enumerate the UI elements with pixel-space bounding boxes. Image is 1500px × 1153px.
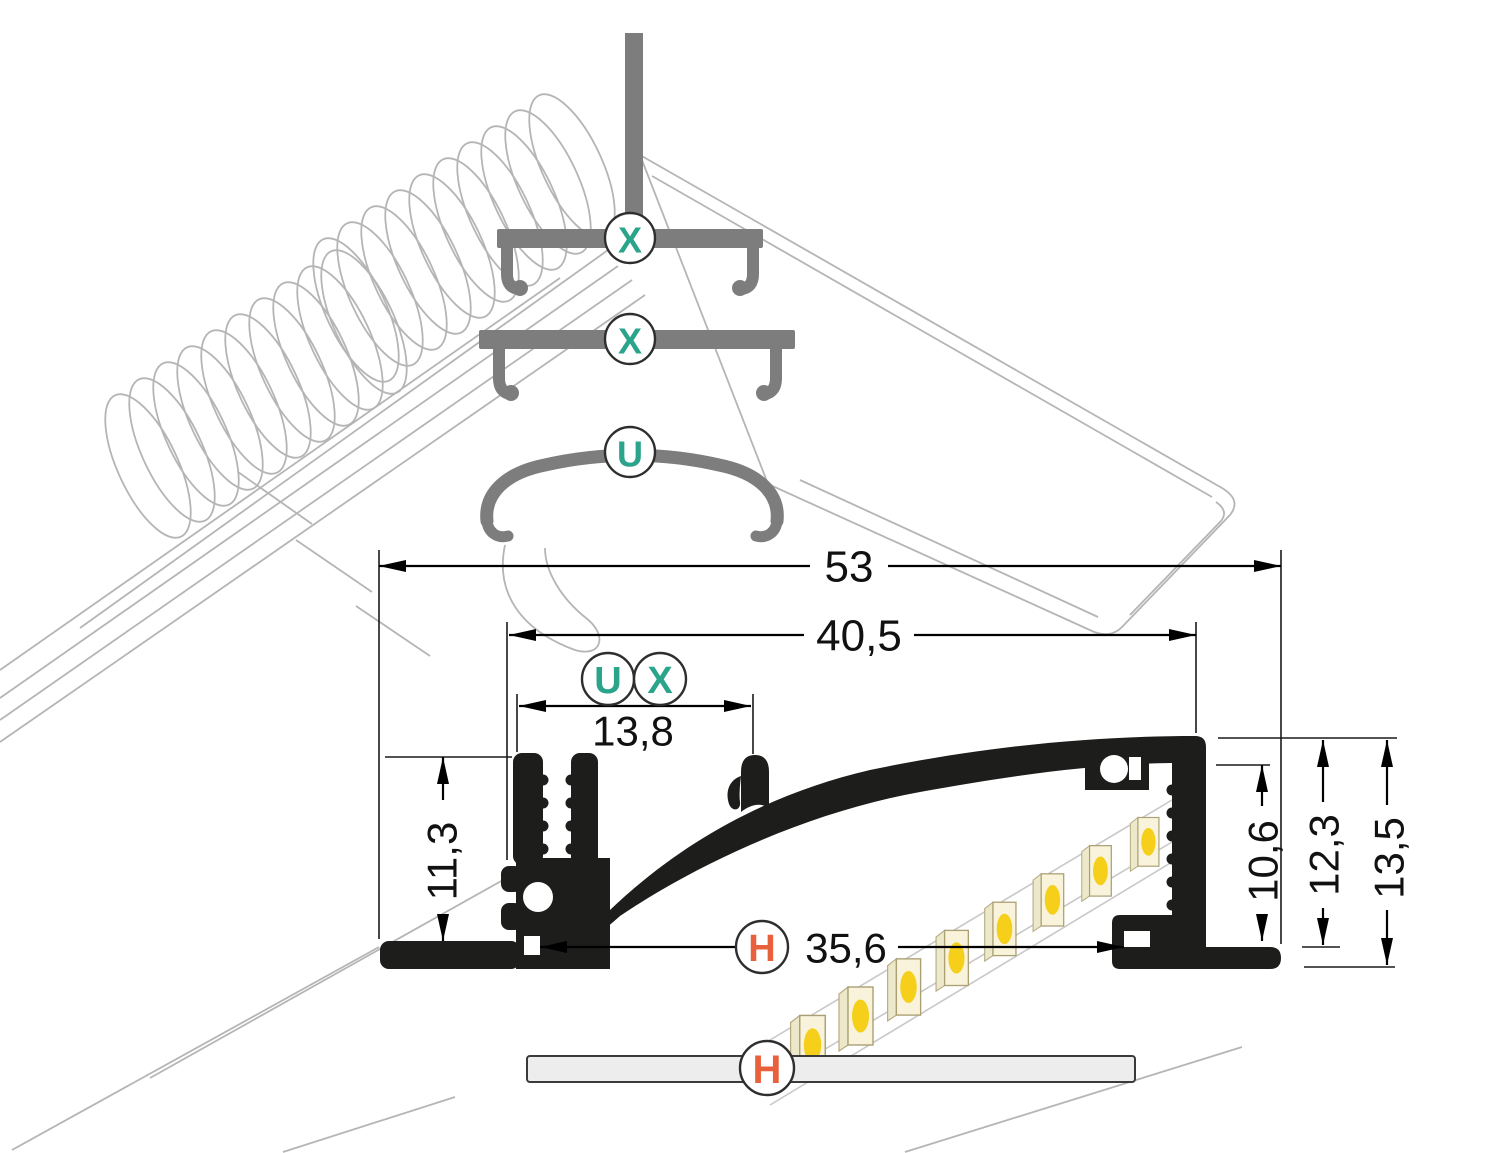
cover-x1-label: X	[618, 220, 642, 261]
dim-total-height-value: 13,5	[1366, 817, 1413, 899]
dim-opening-width: H 35,6	[540, 919, 1124, 975]
cover-x1-badge	[603, 211, 657, 265]
body-tip-curve	[501, 544, 601, 653]
mounting-spring-right	[312, 93, 616, 383]
dim-left-height-value: 11,3	[419, 822, 466, 901]
body-edge-line	[0, 294, 646, 743]
cover-sections: X X U	[479, 33, 795, 543]
cover-x2-badge	[603, 312, 657, 366]
profile-left-flange	[380, 941, 520, 969]
cover-u-foot	[481, 515, 514, 543]
profile-prong	[513, 753, 543, 865]
led-package	[935, 929, 970, 993]
cover-x1-clip	[501, 240, 525, 295]
body-edge-line	[0, 279, 633, 721]
profile-left-nub	[501, 903, 522, 930]
slot-x-label: X	[647, 660, 673, 702]
led-strip	[769, 799, 1173, 1106]
dim-recess-height-value: 12,3	[1301, 814, 1348, 896]
cover-x2-clip	[493, 341, 516, 400]
profile-arch-body	[572, 736, 1281, 969]
dim-total-width-value: 53	[825, 543, 874, 592]
glass-h-badge	[738, 1039, 796, 1097]
dim-total-width: 53	[379, 543, 1281, 592]
extrusion-line	[149, 879, 504, 1079]
perspective-line	[904, 1046, 1243, 1153]
profile-cross-section	[380, 736, 1281, 969]
extrusion-line	[11, 946, 380, 1151]
glass-h-label: H	[753, 1048, 782, 1092]
cover-x1-clip	[735, 240, 759, 295]
cover-u-foot	[750, 515, 783, 543]
body-step-lines	[237, 471, 431, 657]
cover-strokes	[480, 240, 784, 543]
extension-lines	[378, 550, 1397, 968]
led-package	[984, 901, 1017, 963]
body-edge-line	[79, 239, 623, 629]
dim-inner-width: 40,5	[509, 612, 1196, 661]
dim-left-height: 11,3	[419, 757, 466, 941]
cover-x2-clip	[759, 341, 782, 400]
dim-inner-height-value: 10,6	[1240, 820, 1287, 902]
dim-opening-width-value: 35,6	[805, 925, 887, 972]
glass-plate: H	[526, 1039, 1136, 1097]
cover-u-label: U	[617, 434, 643, 475]
dimensions: 53 40,5 U X 13,8 11,3	[378, 543, 1413, 975]
cover-fin	[625, 33, 643, 233]
led-package	[1032, 872, 1065, 933]
led-package	[838, 985, 874, 1053]
dim-inner-width-value: 40,5	[816, 612, 902, 661]
cover-u-badge	[603, 425, 657, 479]
profile-middle-hook	[727, 776, 741, 810]
dim-slot-width-value: 13,8	[592, 708, 674, 755]
led-package	[887, 957, 922, 1023]
led-package	[1081, 844, 1112, 903]
dim-total-height: 13,5	[1366, 740, 1413, 965]
perspective-line	[282, 1096, 456, 1153]
body-edge-line	[0, 277, 561, 671]
glass-plate-bar	[526, 1055, 1136, 1083]
profile-middle-stub	[741, 755, 769, 812]
dim-inner-height: 10,6	[1240, 765, 1287, 941]
profile-prong	[571, 753, 598, 883]
profile-cutouts	[523, 755, 1150, 955]
slot-x-badge	[632, 651, 688, 707]
ceiling-panel-outline	[638, 152, 1236, 636]
profile-left-nub	[501, 866, 522, 892]
mounting-spring-left	[104, 249, 408, 539]
led-package	[1129, 816, 1160, 873]
opening-h-label: H	[748, 928, 775, 970]
slot-u-label: U	[594, 660, 621, 702]
dim-recess-height: 12,3	[1301, 740, 1348, 945]
opening-h-badge	[734, 919, 790, 975]
dim-slot-width: U X 13,8	[519, 651, 751, 755]
cover-x2-label: X	[618, 321, 642, 362]
isometric-line-art	[0, 93, 1243, 1153]
